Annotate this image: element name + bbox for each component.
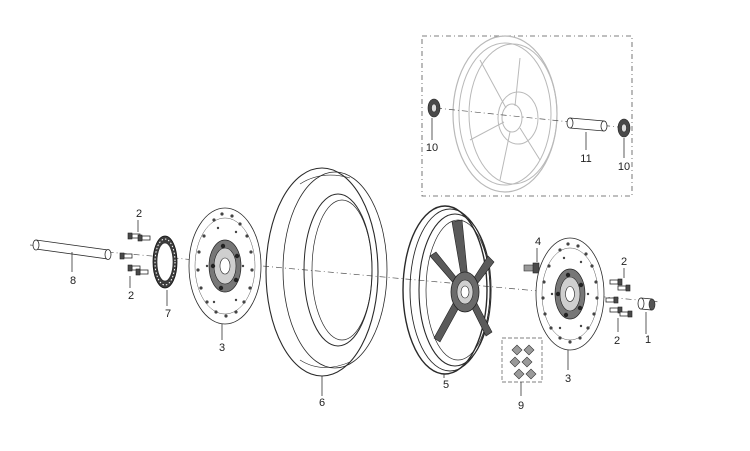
bolt (619, 310, 633, 318)
label-part-8: 8 (70, 275, 76, 287)
bolt (135, 268, 149, 276)
label-part-4: 4 (535, 236, 541, 248)
bolt (119, 252, 133, 260)
tyre (265, 167, 388, 396)
bolt (609, 278, 623, 286)
label-part-5: 5 (443, 379, 449, 391)
abs-tone-ring (152, 235, 178, 306)
wheel-rim (402, 205, 495, 378)
balance-weights (501, 337, 543, 396)
bolts-left (119, 220, 151, 288)
label-part-2-top-right: 2 (621, 256, 627, 268)
axle-centerline (29, 244, 661, 303)
label-part-7: 7 (165, 308, 171, 320)
bolt (617, 284, 631, 292)
label-part-2-bottom-left: 2 (128, 290, 134, 302)
label-part-1: 1 (645, 334, 651, 346)
label-part-11: 11 (580, 153, 591, 165)
inset-detail (421, 35, 633, 197)
label-part-2-bottom-right: 2 (614, 335, 620, 347)
spacer-tube (566, 117, 608, 132)
label-part-3-left: 3 (219, 342, 225, 354)
label-part-10-right: 10 (618, 161, 630, 173)
bearing-left (427, 98, 441, 118)
brake-disc-left (188, 207, 262, 340)
bearing-right (617, 118, 631, 138)
label-part-9: 9 (518, 400, 524, 412)
label-part-3-right: 3 (565, 373, 571, 385)
label-part-10-left: 10 (426, 142, 438, 154)
tyre-valve (523, 248, 540, 274)
label-part-6: 6 (319, 397, 325, 409)
label-part-2-top-left: 2 (136, 208, 142, 220)
brake-disc-right (535, 237, 605, 370)
bolt (137, 234, 151, 242)
bolt (605, 296, 619, 304)
spacer-collar (637, 297, 656, 334)
bolts-right (605, 268, 633, 332)
front-axle (32, 239, 112, 272)
